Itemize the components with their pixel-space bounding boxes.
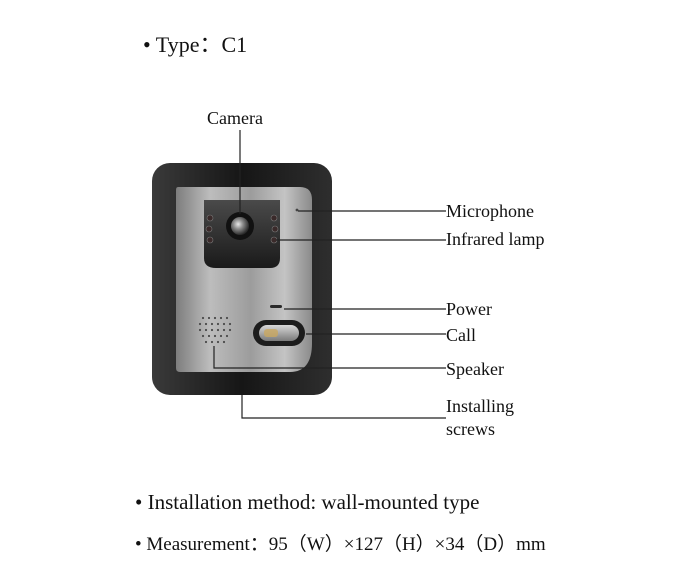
speaker-hole: [228, 328, 232, 332]
camera-lens: [231, 217, 249, 235]
installation-method-line: • Installation method: wall-mounted type: [135, 490, 480, 514]
speaker-hole: [204, 328, 208, 332]
speaker-hole: [201, 316, 205, 320]
speaker-hole: [213, 316, 217, 320]
camera-label: Camera: [207, 108, 263, 128]
speaker-hole: [207, 316, 211, 320]
measurement-line: • Measurement：95（W）×127（H）×34（D）mm: [135, 534, 546, 555]
speaker-hole: [216, 322, 220, 326]
speaker-hole: [219, 334, 223, 338]
speaker-hole: [228, 322, 232, 326]
speaker-hole: [204, 340, 208, 344]
installing-screws-label-line2: screws: [446, 419, 495, 439]
speaker-hole: [225, 334, 229, 338]
installing-screws-leader: [241, 395, 446, 419]
product-type-line: • Type：C1: [143, 32, 248, 57]
speaker-hole: [210, 340, 214, 344]
speaker-hole: [222, 328, 226, 332]
speaker-label: Speaker: [446, 359, 504, 379]
speaker-hole: [225, 316, 229, 320]
call-button-light: [264, 329, 278, 337]
speaker-hole: [219, 316, 223, 320]
microphone-label: Microphone: [446, 201, 534, 221]
speaker-hole: [216, 328, 220, 332]
speaker-hole: [198, 328, 202, 332]
speaker-hole: [210, 328, 214, 332]
speaker-hole: [222, 322, 226, 326]
microphone-hole: [295, 208, 299, 212]
speaker-hole: [198, 322, 202, 326]
speaker-hole: [204, 322, 208, 326]
speaker-leader: [213, 346, 446, 369]
installing-screws-label-line1: Installing: [446, 396, 514, 416]
power-label: Power: [446, 299, 492, 319]
speaker-hole: [222, 340, 226, 344]
speaker-grille: [198, 316, 232, 344]
leader-lines: [213, 130, 446, 419]
infrared-lamp-label: Infrared lamp: [446, 229, 545, 249]
infrared-lamp-leds: [205, 214, 279, 244]
speaker-hole: [201, 334, 205, 338]
power-indicator: [270, 305, 282, 308]
speaker-hole: [213, 334, 217, 338]
speaker-hole: [210, 322, 214, 326]
speaker-hole: [216, 340, 220, 344]
speaker-hole: [207, 334, 211, 338]
call-label: Call: [446, 325, 476, 345]
